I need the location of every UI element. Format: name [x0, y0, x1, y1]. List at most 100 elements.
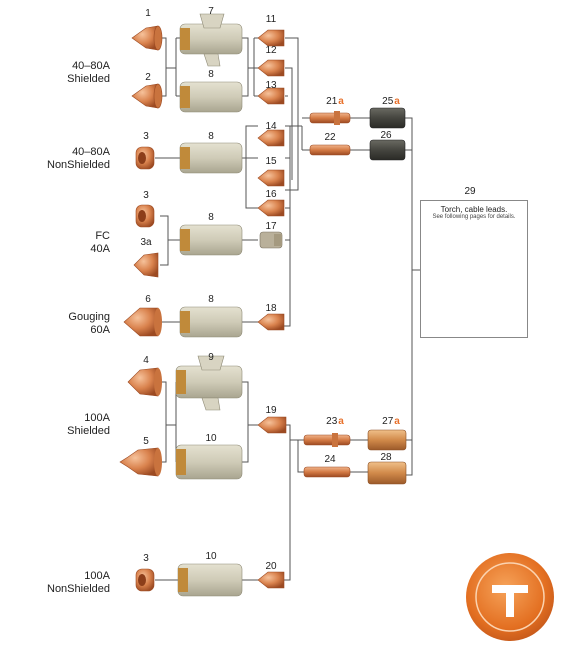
part-superscript: a	[394, 96, 400, 107]
group-label-line: NonShielded	[47, 583, 110, 595]
part-24	[303, 466, 351, 478]
part-27	[367, 429, 407, 451]
part-number-text: 25	[382, 96, 394, 107]
part-11	[257, 29, 285, 47]
group-label-line: 40–80A	[72, 60, 110, 72]
part-number: 2	[145, 72, 151, 83]
part-number: 8	[208, 131, 214, 142]
part-23	[303, 433, 351, 447]
part-number: 18	[265, 303, 277, 314]
group-label-40-80a-nonshielded: 40–80A NonShielded	[0, 146, 110, 172]
part-number: 13	[265, 80, 277, 91]
part-16	[257, 199, 285, 217]
part-number: 5	[143, 436, 149, 447]
group-label-line: FC	[95, 230, 110, 242]
part-25	[369, 107, 406, 129]
group-label-100a-nonshielded: 100A NonShielded	[0, 570, 110, 596]
part-3-100a	[135, 568, 155, 592]
part-number: 15	[265, 156, 277, 167]
part-number: 22	[324, 132, 336, 143]
part-21	[309, 111, 351, 125]
group-label-fc-40a: FC 40A	[0, 230, 110, 256]
legend-subtitle: See following pages for details.	[432, 214, 516, 220]
group-label-line: Shielded	[67, 73, 110, 85]
part-number: 7	[208, 6, 214, 17]
part-15	[257, 169, 285, 187]
part-number: 3a	[140, 237, 152, 248]
torch-cable-leads-box: Torch, cable leads. See following pages …	[420, 200, 528, 338]
group-label-line: 60A	[90, 324, 110, 336]
part-8	[179, 81, 243, 113]
group-label-line: NonShielded	[47, 159, 110, 171]
part-number: 26	[380, 130, 392, 141]
part-number: 14	[265, 121, 277, 132]
part-number: 25a	[376, 96, 406, 107]
part-5	[119, 447, 162, 477]
part-number: 16	[265, 189, 277, 200]
part-number: 8	[208, 294, 214, 305]
part-18	[257, 313, 285, 331]
part-4	[127, 367, 162, 397]
group-label-line: 40–80A	[72, 146, 110, 158]
part-number: 19	[265, 405, 277, 416]
part-number: 3	[143, 190, 149, 201]
part-number: 21a	[320, 96, 350, 107]
group-label-line: Shielded	[67, 425, 110, 437]
part-8-fc	[179, 224, 243, 256]
part-number: 8	[208, 212, 214, 223]
legend-title: Torch, cable leads.	[440, 205, 508, 214]
part-superscript: a	[394, 416, 400, 427]
part-3a	[133, 252, 159, 278]
part-3	[135, 146, 155, 170]
part-13	[257, 87, 285, 105]
part-number-text: 21	[326, 96, 338, 107]
part-8-ns	[179, 142, 243, 174]
part-number: 9	[208, 352, 214, 363]
part-number: 12	[265, 45, 277, 56]
group-label-line: 100A	[84, 412, 110, 424]
smart-solution-logo	[466, 553, 554, 641]
part-number: 17	[265, 221, 277, 232]
part-19	[257, 416, 287, 434]
part-9	[175, 355, 243, 411]
part-22	[309, 144, 351, 156]
part-8-gouging	[179, 306, 243, 338]
part-3-fc	[135, 204, 155, 228]
part-6	[123, 307, 162, 337]
part-12	[257, 59, 285, 77]
part-17	[259, 231, 283, 249]
group-label-line: 40A	[90, 243, 110, 255]
part-number: 3	[143, 131, 149, 142]
group-label-100a-shielded: 100A Shielded	[0, 412, 110, 438]
group-label-line: Gouging	[68, 311, 110, 323]
part-superscript: a	[338, 416, 344, 427]
part-26	[369, 139, 406, 161]
group-label-line: 100A	[84, 570, 110, 582]
part-number: 11	[265, 14, 277, 25]
part-2	[131, 83, 163, 109]
part-20	[257, 571, 285, 589]
part-10	[175, 444, 243, 480]
part-number: 10	[205, 433, 217, 444]
part-number: 28	[380, 452, 392, 463]
part-14	[257, 129, 285, 147]
part-number: 27a	[376, 416, 406, 427]
part-number: 1	[145, 8, 151, 19]
part-7	[179, 13, 243, 67]
part-number: 3	[143, 553, 149, 564]
part-number: 20	[265, 561, 277, 572]
part-number: 4	[143, 355, 149, 366]
part-number: 10	[205, 551, 217, 562]
part-number: 8	[208, 69, 214, 80]
part-number: 6	[145, 294, 151, 305]
part-1	[131, 25, 163, 51]
group-label-40-80a-shielded: 40–80A Shielded	[0, 60, 110, 86]
part-number-text: 27	[382, 416, 394, 427]
part-28	[367, 461, 407, 485]
part-10-ns	[177, 563, 243, 597]
part-number: 23a	[320, 416, 350, 427]
connector-lines	[155, 37, 420, 581]
group-label-gouging-60a: Gouging 60A	[0, 311, 110, 337]
part-number: 29	[464, 186, 476, 197]
part-number-text: 23	[326, 416, 338, 427]
